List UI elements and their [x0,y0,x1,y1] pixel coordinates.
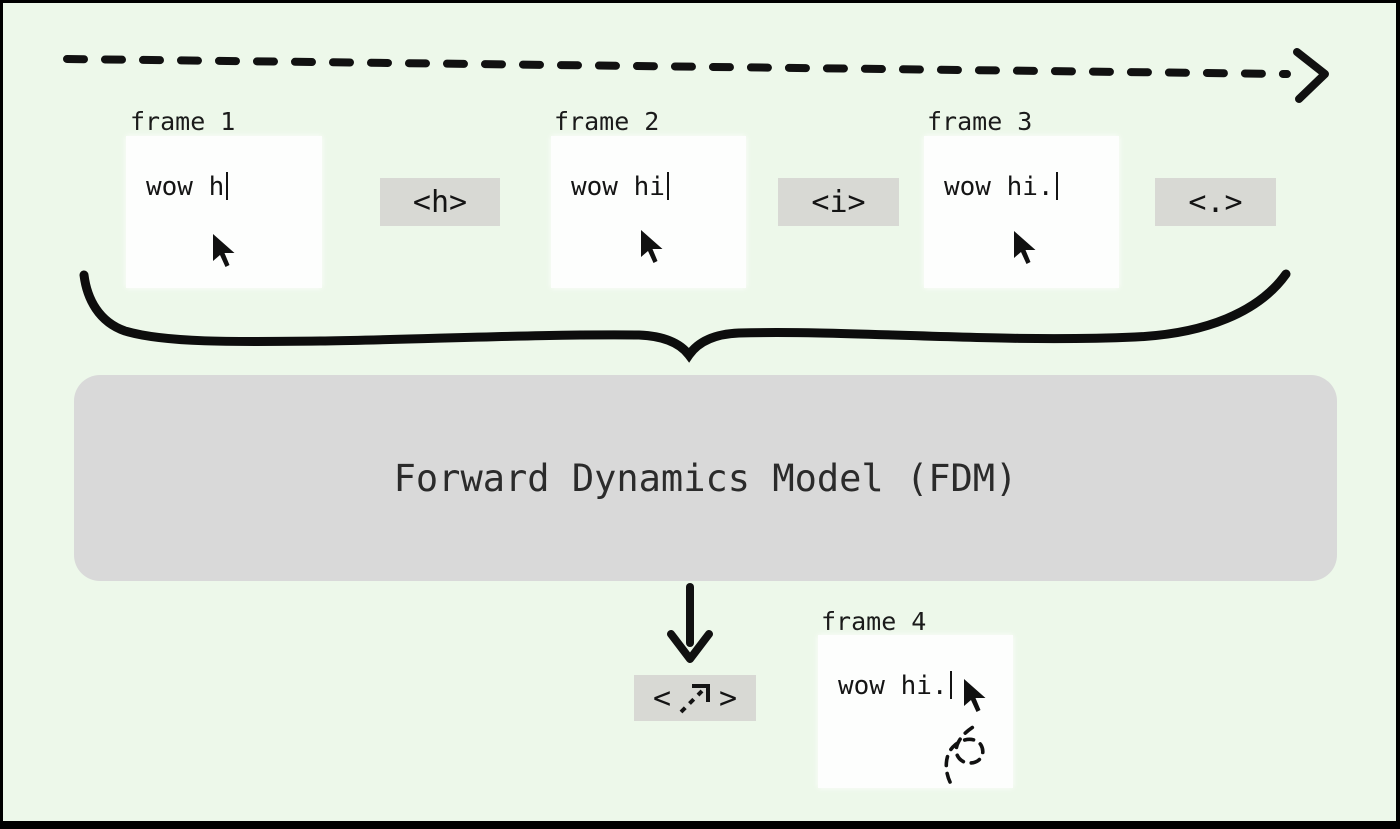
predicted-action-chip: < > [634,675,756,721]
frame-1-label: frame 1 [130,107,236,136]
frame-4-text: wow hi. [838,670,952,701]
frame-4-label: frame 4 [821,607,927,636]
action-chip-h: <h> [380,178,500,226]
frame-2-panel: wow hi [551,136,746,288]
predicted-action-open-bracket: < [652,680,671,716]
frame-3-panel: wow hi. [924,136,1119,288]
frame-4-panel: wow hi. [818,635,1013,788]
arrowhead-right-icon [1293,48,1329,103]
fdm-box: Forward Dynamics Model (FDM) [74,375,1337,581]
arrowhead-down-icon [667,630,713,663]
frame-2-text: wow hi [571,171,669,202]
text-caret [1055,171,1058,200]
predicted-action-close-bracket: > [719,680,738,716]
action-chip-period-label: <.> [1188,184,1243,220]
fdm-label: Forward Dynamics Model (FDM) [393,456,1018,500]
action-chip-i: <i> [778,178,899,226]
dashed-ne-arrow-icon [679,684,710,714]
action-chip-h-label: <h> [412,184,468,220]
text-caret [226,171,229,200]
frame-2-label: frame 2 [554,107,660,136]
action-chip-period: <.> [1155,178,1276,226]
fdm-output-arrow [667,583,713,663]
frame-3-text: wow hi. [944,171,1058,202]
action-chip-i-label: <i> [811,184,866,220]
frame-1-panel: wow h [126,136,322,288]
frame-3-label: frame 3 [927,107,1033,136]
frame-1-text: wow h [146,171,229,202]
timeline-dashed-arrow [63,48,1329,103]
text-caret [666,171,669,200]
text-caret [949,670,952,699]
